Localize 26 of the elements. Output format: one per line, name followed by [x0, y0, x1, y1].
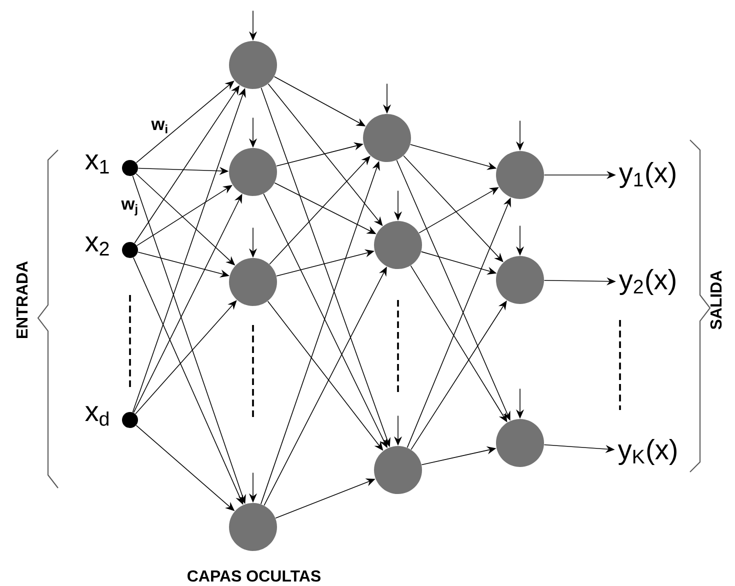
- neuron-circle: [229, 41, 277, 89]
- output-label: y$_{1}$(x): [618, 162, 676, 188]
- neuron-circle: [229, 503, 277, 551]
- neuron-circle: [496, 419, 544, 467]
- input-dot: [122, 160, 138, 176]
- neuron-circle: [374, 446, 422, 494]
- neuron-circle: [496, 256, 544, 304]
- arrow: [135, 300, 237, 414]
- arrow: [136, 80, 234, 164]
- input-label: x$_{2}$: [85, 236, 109, 256]
- input-label: x$_{1}$: [85, 154, 109, 174]
- text-label: SALIDA: [710, 270, 722, 330]
- text-label: CAPAS OCULTAS: [188, 570, 320, 582]
- neuron-circle: [496, 151, 544, 199]
- input-dot: [122, 412, 138, 428]
- neuron-circle: [374, 221, 422, 269]
- text-label: ENTRADA: [16, 261, 28, 338]
- text-label: w$_{i}$: [151, 120, 168, 134]
- output-label: y$_{K}$(x): [618, 438, 676, 466]
- text-label: w$_{j}$: [121, 200, 138, 216]
- output-label: y$_{2}$(x): [618, 268, 676, 296]
- input-dot: [122, 242, 138, 258]
- neuron-circle: [229, 148, 277, 196]
- neuron-circle: [363, 114, 411, 162]
- input-label: x$_{d}$: [85, 406, 108, 426]
- neuron-circle: [229, 258, 277, 306]
